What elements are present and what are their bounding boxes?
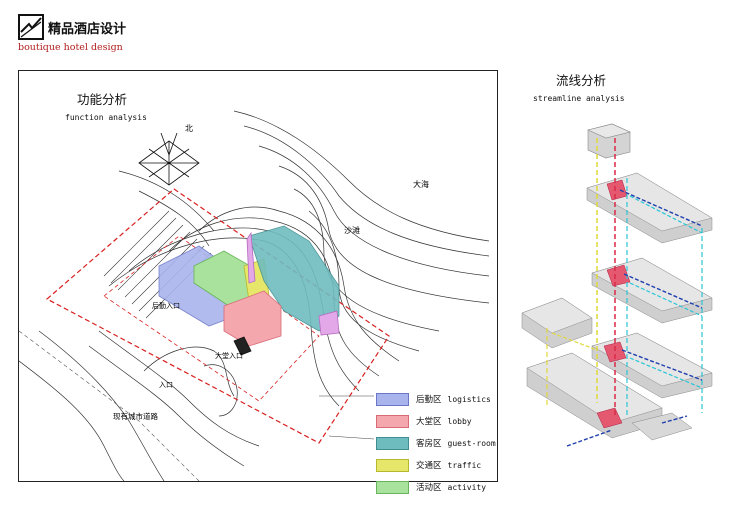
legend-swatch-logistics xyxy=(376,392,409,406)
left-wing-block xyxy=(521,297,593,349)
function-analysis-title: 功能分析 xyxy=(77,92,128,107)
sea-label: 大海 xyxy=(413,179,429,189)
inner-boundary xyxy=(103,235,320,402)
header-title-en: boutique hotel design xyxy=(18,42,123,53)
legend-swatch-lobby xyxy=(376,414,409,428)
header: 精品酒店设计 boutique hotel design xyxy=(18,14,218,54)
guest-room-block xyxy=(248,225,340,332)
entrance-label: 入口 xyxy=(159,381,173,389)
north-label: 北 xyxy=(185,124,193,133)
header-title-cn: 精品酒店设计 xyxy=(48,22,127,37)
legend-label-en: lobby xyxy=(447,416,472,426)
function-analysis-subtitle: function analysis xyxy=(65,113,147,122)
roof-block xyxy=(587,123,631,159)
cyan-flow-arrows xyxy=(629,195,703,389)
contour-lines xyxy=(19,110,490,481)
streamline-diagram xyxy=(521,123,713,447)
legend-item: 客房区 guest-room xyxy=(376,432,496,454)
floor-plate-middle xyxy=(591,257,713,324)
legend-label-cn: 后勤区 xyxy=(416,395,442,405)
floor-plate-upper xyxy=(586,172,713,244)
building-massing xyxy=(158,225,340,356)
road-label: 现有城市道路 xyxy=(113,411,158,421)
legend: 后勤区 logistics 大堂区 lobby 客房区 guest-room 交… xyxy=(376,388,496,498)
streamline-analysis-subtitle: streamline analysis xyxy=(533,94,625,103)
legend-label-en: activity xyxy=(447,482,487,492)
legend-label-cn: 客房区 xyxy=(416,439,442,449)
legend-item: 大堂区 lobby xyxy=(376,410,496,432)
lobby-block xyxy=(223,290,282,347)
legend-label-en: logistics xyxy=(447,394,491,404)
legend-label-en: traffic xyxy=(447,460,482,470)
ground-floor-block xyxy=(526,352,693,441)
road-centerline xyxy=(19,330,200,481)
legend-label-en: guest-room xyxy=(447,438,496,448)
legend-swatch-guest-room xyxy=(376,436,409,450)
site-plan-diagram: 北 大海 沙滩 后勤入口 大堂入口 入口 现有城市道路 xyxy=(19,110,490,481)
lobby-entrance-label: 大堂入口 xyxy=(215,351,243,360)
streamline-analysis-title: 流线分析 xyxy=(556,73,607,88)
function-analysis-panel: 功能分析 function analysis xyxy=(18,70,498,482)
legend-swatch-traffic xyxy=(376,458,409,472)
yellow-flow-arrows xyxy=(551,332,598,351)
site-boundary xyxy=(45,188,390,444)
legend-label-cn: 交通区 xyxy=(416,461,442,471)
back-entrance-label: 后勤入口 xyxy=(152,301,180,310)
legend-item: 后勤区 logistics xyxy=(376,388,496,410)
legend-label-cn: 大堂区 xyxy=(416,417,442,427)
logo-icon xyxy=(18,14,44,40)
beach-label: 沙滩 xyxy=(344,225,360,235)
blue-flow-arrows xyxy=(566,189,703,447)
compass-rose-icon xyxy=(138,132,200,186)
legend-item: 活动区 activity xyxy=(376,476,496,498)
floor-plate-lower xyxy=(591,332,713,399)
legend-swatch-activity xyxy=(376,480,409,494)
legend-item: 交通区 traffic xyxy=(376,454,496,476)
legend-label-cn: 活动区 xyxy=(416,483,442,493)
